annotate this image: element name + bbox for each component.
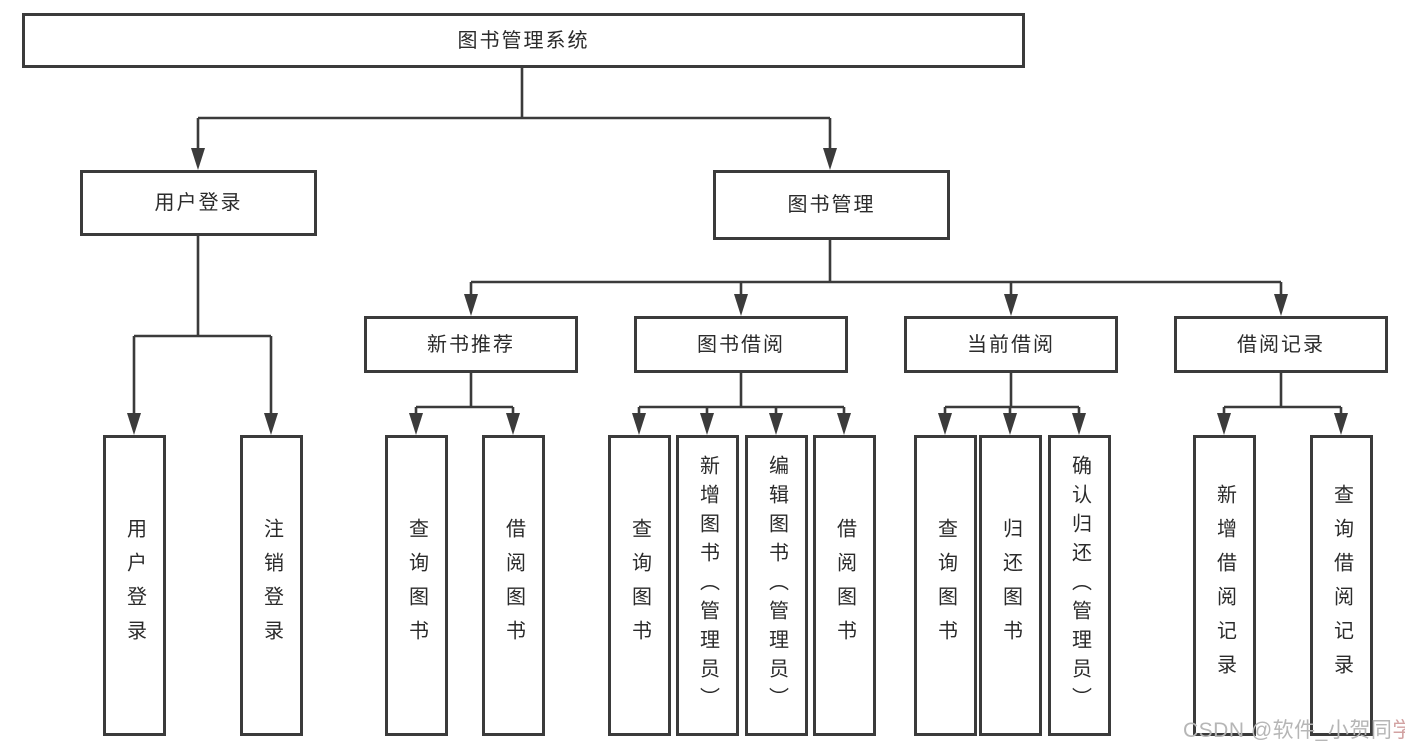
leaf-add-books-admin: 新增图书（管理员） — [676, 435, 739, 736]
node-book-borrow-label: 图书借阅 — [697, 333, 785, 356]
leaf-edit-books-admin: 编辑图书（管理员） — [745, 435, 808, 736]
leaf-confirm-return-admin-label: 确认归还（管理员） — [1068, 455, 1091, 716]
leaf-query-books-3: 查询图书 — [914, 435, 977, 736]
node-user-login: 用户登录 — [80, 170, 317, 236]
leaf-confirm-return-admin: 确认归还（管理员） — [1048, 435, 1111, 736]
leaf-return-books-label: 归还图书 — [999, 517, 1022, 654]
leaf-query-borrow-record-label: 查询借阅记录 — [1330, 483, 1353, 688]
leaf-user-login-label: 用户登录 — [123, 517, 146, 654]
watermark-text: CSDN @软件_小贺同 — [1183, 719, 1393, 742]
node-new-book-recommend: 新书推荐 — [364, 316, 578, 373]
leaf-add-books-admin-label: 新增图书（管理员） — [696, 455, 719, 716]
node-book-management-system: 图书管理系统 — [22, 13, 1025, 68]
node-user-login-label: 用户登录 — [154, 192, 243, 214]
leaf-query-borrow-record: 查询借阅记录 — [1310, 435, 1373, 736]
leaf-borrow-books-2-label: 借阅图书 — [833, 517, 856, 654]
leaf-return-books: 归还图书 — [979, 435, 1042, 736]
leaf-query-books-1: 查询图书 — [385, 435, 448, 736]
leaf-borrow-books-2: 借阅图书 — [813, 435, 876, 736]
leaf-add-borrow-record: 新增借阅记录 — [1193, 435, 1256, 736]
watermark-accent: 学 — [1392, 719, 1405, 742]
leaf-query-books-3-label: 查询图书 — [934, 517, 957, 654]
node-book-management-label: 图书管理 — [787, 194, 876, 216]
leaf-borrow-books-1: 借阅图书 — [482, 435, 545, 736]
leaf-borrow-books-1-label: 借阅图书 — [502, 517, 525, 654]
node-borrow-records-label: 借阅记录 — [1237, 333, 1325, 356]
leaf-add-borrow-record-label: 新增借阅记录 — [1213, 483, 1236, 688]
node-book-management: 图书管理 — [713, 170, 950, 240]
node-book-management-system-label: 图书管理系统 — [457, 29, 590, 52]
leaf-query-books-2: 查询图书 — [608, 435, 671, 736]
node-current-borrow-label: 当前借阅 — [967, 333, 1055, 356]
watermark: CSDN @软件_小贺同学 — [1183, 714, 1405, 744]
node-borrow-records: 借阅记录 — [1174, 316, 1388, 373]
node-new-book-recommend-label: 新书推荐 — [427, 333, 515, 356]
leaf-edit-books-admin-label: 编辑图书（管理员） — [765, 455, 788, 716]
leaf-logout-label: 注销登录 — [260, 517, 283, 654]
node-book-borrow: 图书借阅 — [634, 316, 848, 373]
leaf-logout: 注销登录 — [240, 435, 303, 736]
leaf-query-books-2-label: 查询图书 — [628, 517, 651, 654]
leaf-user-login: 用户登录 — [103, 435, 166, 736]
leaf-query-books-1-label: 查询图书 — [405, 517, 428, 654]
node-current-borrow: 当前借阅 — [904, 316, 1118, 373]
